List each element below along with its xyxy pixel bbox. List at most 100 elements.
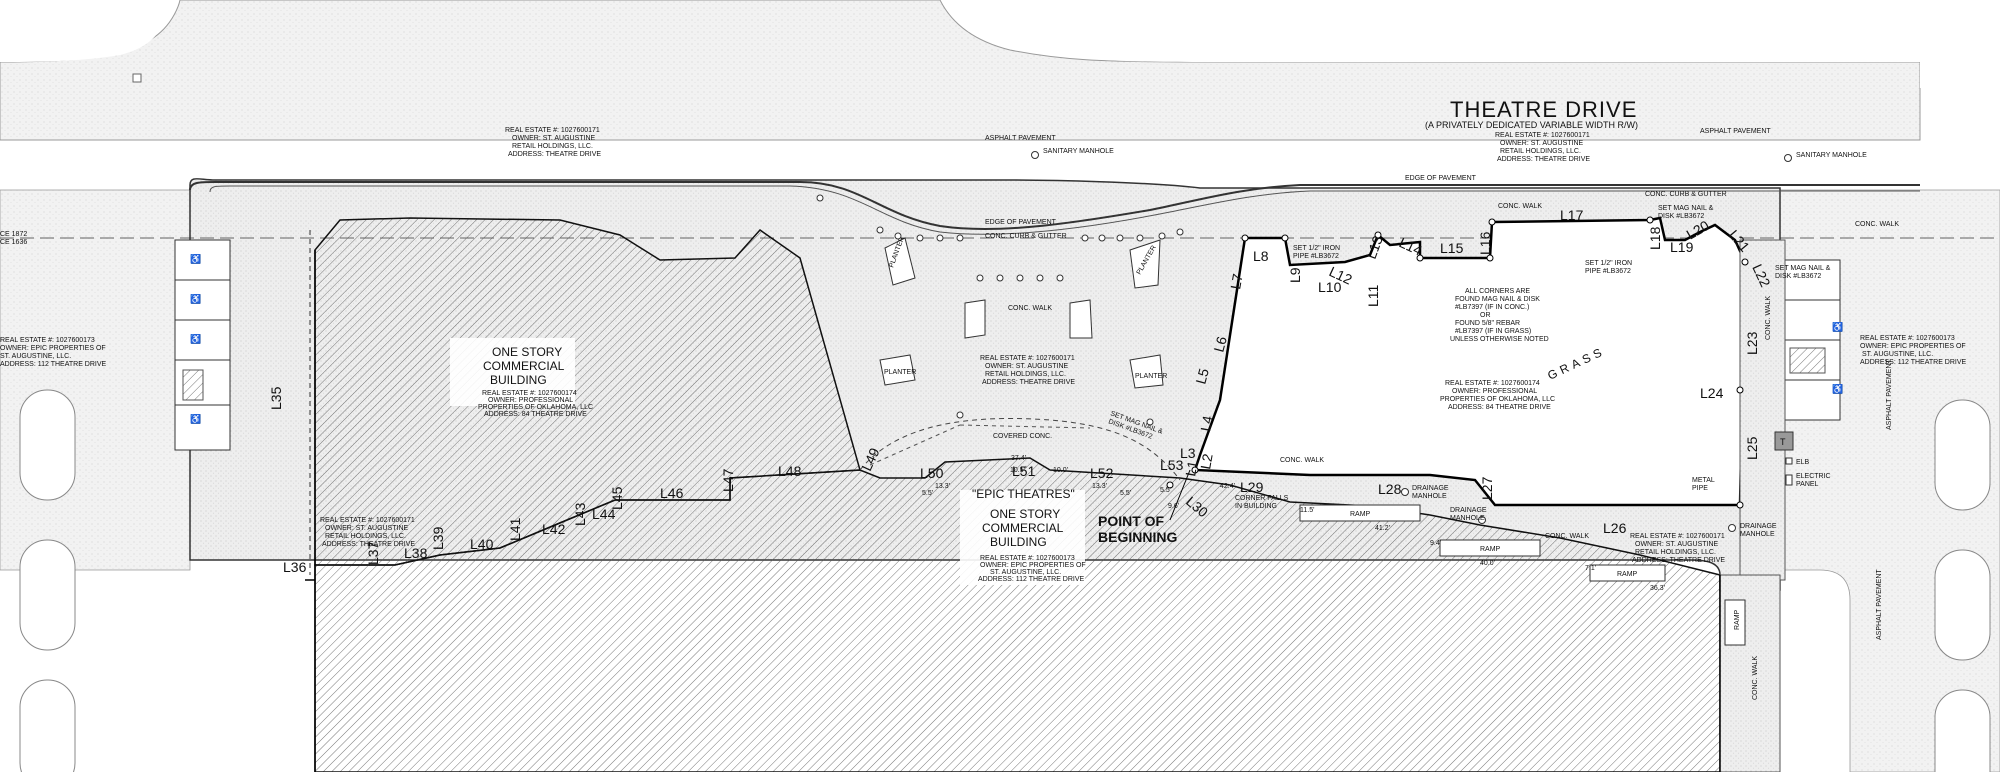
svg-text:RETAIL HOLDINGS, LLC.: RETAIL HOLDINGS, LLC. (1635, 549, 1716, 556)
asphalt-pavement-left (0, 189, 191, 571)
road-shoulder (960, 0, 2000, 88)
svg-text:L6: L6 (1210, 334, 1230, 353)
svg-text:L40: L40 (470, 536, 494, 552)
svg-text:L28: L28 (1378, 481, 1402, 497)
corners-note: ALL CORNERS ARE FOUND MAG NAIL & DISK #L… (1450, 288, 1549, 343)
handicap-icon: ♿ (1832, 321, 1843, 332)
street-subtitle: (A PRIVATELY DEDICATED VARIABLE WIDTH R/… (1425, 120, 1638, 130)
svg-text:L41: L41 (507, 517, 523, 541)
covered-conc-label: COVERED CONC. (993, 433, 1052, 440)
svg-text:L11: L11 (1365, 284, 1381, 307)
asphalt-label: ASPHALT PAVEMENT (985, 135, 1056, 142)
dimension-label: 13.3' (1092, 483, 1107, 490)
svg-text:ADDRESS: THEATRE DRIVE: ADDRESS: THEATRE DRIVE (982, 379, 1075, 386)
svg-text:L26: L26 (1603, 520, 1627, 536)
mag-nail-note: DISK #LB3672 (1658, 213, 1704, 220)
planter-group (879, 237, 1164, 389)
parking-strip (174, 239, 231, 451)
edge-of-pavement-label: EDGE OF PAVEMENT (985, 219, 1057, 226)
road-shoulder (0, 0, 164, 62)
svg-text:L35: L35 (268, 386, 284, 410)
svg-text:L50: L50 (920, 465, 944, 481)
bollard-group (816, 194, 1184, 426)
street-name: THEATRE DRIVE (1450, 97, 1637, 122)
iron-pipe-note: SET 1/2" IRON (1293, 245, 1340, 252)
curb-line (189, 181, 1920, 230)
svg-text:ONE STORY: ONE STORY (990, 507, 1060, 521)
left-cut-text: CE 1636 (0, 239, 27, 246)
svg-text:ADDRESS: 112 THEATRE DRIVE: ADDRESS: 112 THEATRE DRIVE (0, 361, 107, 368)
handicap-icon: ♿ (190, 333, 201, 344)
drainage-manhole-label: DRAINAGE (1450, 507, 1487, 514)
ramp-label: RAMP (1480, 546, 1501, 553)
svg-text:L39: L39 (430, 526, 446, 550)
svg-text:OWNER: EPIC PROPERTIES OF: OWNER: EPIC PROPERTIES OF (0, 345, 106, 352)
svg-text:L38: L38 (404, 545, 428, 561)
svg-text:OWNER: ST. AUGUSTINE: OWNER: ST. AUGUSTINE (325, 525, 409, 532)
iron-pipe-note: SET 1/2" IRON (1585, 260, 1632, 267)
svg-text:#LB7397 (IF IN GRASS): #LB7397 (IF IN GRASS) (1455, 328, 1531, 335)
svg-text:L46: L46 (660, 485, 684, 501)
svg-text:L44: L44 (592, 506, 616, 522)
ramp-label: RAMP (1617, 571, 1638, 578)
elb-box (1785, 457, 1793, 465)
owner-block-center: REAL ESTATE #: 1027600171 OWNER: ST. AUG… (980, 355, 1075, 386)
svg-text:PROPERTIES OF OKLAHOMA, LLC: PROPERTIES OF OKLAHOMA, LLC (478, 404, 593, 411)
svg-text:ADDRESS: THEATRE DRIVE: ADDRESS: THEATRE DRIVE (1632, 557, 1725, 564)
svg-text:L25: L25 (1744, 436, 1760, 460)
dimension-label: 40.0' (1480, 560, 1495, 567)
curb-island (19, 389, 76, 501)
ramp (1724, 599, 1746, 646)
svg-text:L17: L17 (1560, 207, 1584, 223)
drainage-manhole-icon (1401, 488, 1409, 496)
handicap-icon: ♿ (190, 293, 201, 304)
svg-text:RETAIL HOLDINGS, LLC.: RETAIL HOLDINGS, LLC. (985, 371, 1066, 378)
svg-text:REAL ESTATE #: 1027600171: REAL ESTATE #: 1027600171 (320, 517, 415, 524)
svg-text:L23: L23 (1744, 331, 1760, 355)
electric-panel-label: ELECTRIC (1796, 473, 1831, 480)
dimension-label: 10.5' (1010, 467, 1025, 474)
traverse-line (305, 250, 316, 772)
reference-marker (132, 73, 142, 83)
svg-text:L52: L52 (1090, 465, 1114, 481)
svg-text:L8: L8 (1253, 248, 1269, 264)
handicap-icon: ♿ (190, 253, 201, 264)
svg-text:L15: L15 (1440, 240, 1464, 256)
curb-island (19, 539, 76, 651)
svg-text:"EPIC THEATRES": "EPIC THEATRES" (972, 487, 1075, 501)
ramp-label: RAMP (1734, 609, 1741, 630)
edge-of-pavement-label: EDGE OF PAVEMENT (1405, 175, 1477, 182)
svg-text:RETAIL HOLDINGS, LLC.: RETAIL HOLDINGS, LLC. (512, 143, 593, 150)
owner-block-bottom-left: REAL ESTATE #: 1027600171 OWNER: ST. AUG… (320, 517, 415, 548)
corner-falls-note: CORNER FALLS (1235, 495, 1289, 502)
svg-text:ADDRESS: THEATRE DRIVE: ADDRESS: THEATRE DRIVE (508, 151, 601, 158)
conc-walk-label: CONC. WALK (1855, 221, 1899, 228)
svg-text:OR: OR (1480, 312, 1491, 319)
pob-leader (1169, 469, 1191, 521)
drainage-manhole-label: DRAINAGE (1740, 523, 1777, 530)
svg-text:REAL ESTATE #: 1027600174: REAL ESTATE #: 1027600174 (1445, 380, 1540, 387)
drainage-manhole-icon (1478, 516, 1486, 524)
owner-block-top-right: REAL ESTATE #: 1027600171 OWNER: ST. AUG… (1495, 132, 1590, 163)
canopy-rib (959, 424, 1091, 429)
svg-text:#LB7397 (IF IN CONC.): #LB7397 (IF IN CONC.) (1455, 304, 1529, 311)
asphalt-label: ASPHALT PAVEMENT (1700, 128, 1771, 135)
asphalt-label: ASPHALT PAVEMENT (1886, 359, 1893, 430)
svg-text:ADDRESS: 84 THEATRE DRIVE: ADDRESS: 84 THEATRE DRIVE (484, 411, 587, 418)
svg-text:FOUND 5/8" REBAR: FOUND 5/8" REBAR (1455, 320, 1520, 327)
course-labels: L1 L2 L3 L4 L5 L6 L7 L8 L9 L10 L11 L12 L… (268, 207, 1774, 575)
svg-text:REAL ESTATE #: 1027600171: REAL ESTATE #: 1027600171 (980, 355, 1075, 362)
svg-text:L2: L2 (1197, 452, 1215, 470)
svg-text:BUILDING: BUILDING (490, 373, 547, 387)
svg-text:REAL ESTATE #: 1027600174: REAL ESTATE #: 1027600174 (482, 390, 577, 397)
subject-parcel-owner: REAL ESTATE #: 1027600174 OWNER: PROFESS… (1440, 380, 1555, 411)
svg-text:FOUND MAG NAIL & DISK: FOUND MAG NAIL & DISK (1455, 296, 1540, 303)
dimension-label: 9.6' (1168, 503, 1179, 510)
sanitary-manhole-label: SANITARY MANHOLE (1043, 148, 1114, 155)
svg-text:L3: L3 (1180, 445, 1196, 461)
svg-text:ST. AUGUSTINE, LLC.: ST. AUGUSTINE, LLC. (1862, 351, 1933, 358)
svg-text:ADDRESS: THEATRE DRIVE: ADDRESS: THEATRE DRIVE (322, 541, 415, 548)
curb-island (1934, 549, 1991, 661)
curb-gutter-label: CONC. CURB & GUTTER (1645, 191, 1727, 198)
